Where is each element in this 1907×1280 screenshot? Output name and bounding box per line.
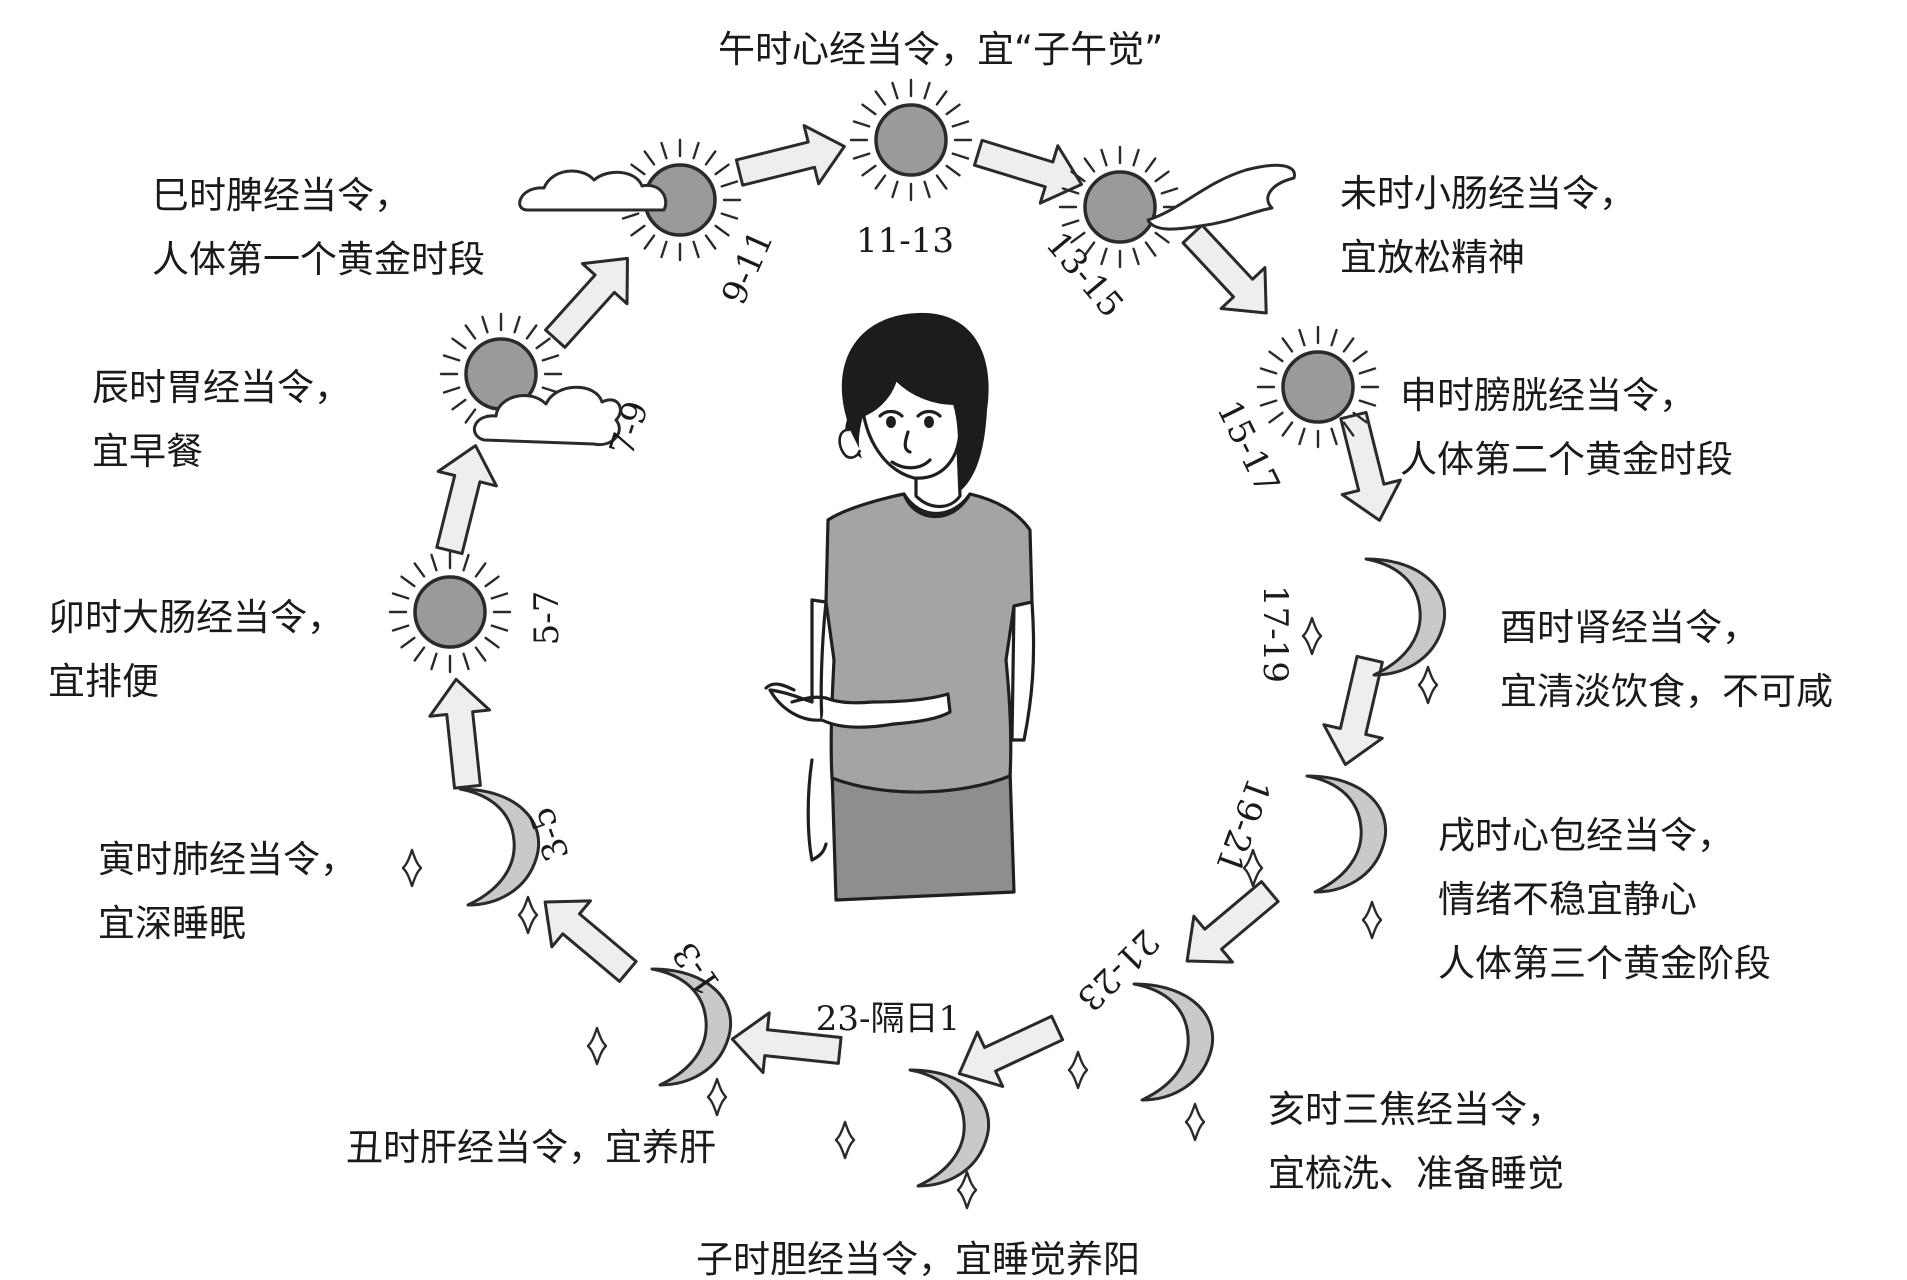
range-21-23: 21-23 bbox=[1069, 921, 1167, 1019]
caption-xu-line3: 人体第三个黄金阶段 bbox=[1438, 942, 1771, 985]
caption-yin-line2: 宜深睡眠 bbox=[98, 902, 246, 945]
moon-icon bbox=[1132, 982, 1215, 1102]
hair bbox=[841, 312, 989, 493]
arrow-icon bbox=[1166, 867, 1291, 986]
sparkle-icon bbox=[1361, 900, 1383, 940]
range-5-7: 5-7 bbox=[527, 591, 567, 646]
range-23-1: 23-隔日1 bbox=[816, 999, 960, 1039]
arrow-icon bbox=[418, 436, 507, 560]
arrow-icon bbox=[1169, 212, 1290, 335]
caption-chen-line1: 辰时胃经当令， bbox=[92, 366, 351, 409]
range-11-13: 11-13 bbox=[856, 221, 954, 261]
caption-you-line2: 宜清淡饮食，不可咸 bbox=[1500, 670, 1833, 713]
sparkle-icon bbox=[1301, 616, 1323, 656]
caption-xu-line2: 情绪不稳宜静心 bbox=[1438, 878, 1697, 921]
sparkle-icon bbox=[1067, 1050, 1089, 1090]
arrow-icon bbox=[424, 674, 499, 792]
caption-hai-line1: 亥时三焦经当令， bbox=[1268, 1088, 1564, 1131]
caption-wei-line2: 宜放松精神 bbox=[1340, 236, 1525, 279]
cloud-icon bbox=[472, 385, 622, 447]
arrow-icon bbox=[968, 122, 1092, 215]
sun-icon bbox=[388, 550, 512, 674]
sparkle-icon bbox=[834, 1120, 856, 1160]
sparkle-icon bbox=[1184, 1102, 1206, 1142]
sparkle-icon bbox=[706, 1077, 728, 1117]
caption-hai-line2: 宜梳洗、准备睡觉 bbox=[1268, 1152, 1564, 1195]
caption-shen-line1: 申时膀胱经当令， bbox=[1400, 374, 1696, 417]
caption-you-line1: 酉时肾经当令， bbox=[1500, 606, 1759, 649]
sparkle-icon bbox=[1417, 665, 1439, 705]
caption-wu: 午时心经当令，宜“子午觉” bbox=[718, 28, 1163, 71]
caption-si-line1: 巳时脾经当令， bbox=[152, 174, 411, 217]
sparkle-icon bbox=[956, 1170, 978, 1210]
range-15-17: 15-17 bbox=[1208, 394, 1287, 500]
caption-zi: 子时胆经当令，宜睡觉养阳 bbox=[696, 1238, 1140, 1280]
arrow-icon bbox=[531, 236, 652, 361]
caption-chou: 丑时肝经当令，宜养肝 bbox=[346, 1126, 716, 1169]
arrow-icon bbox=[524, 877, 649, 996]
range-9-11: 9-11 bbox=[714, 224, 782, 310]
caption-si-line2: 人体第一个黄金时段 bbox=[152, 238, 485, 281]
caption-wei-line1: 未时小肠经当令， bbox=[1340, 172, 1636, 215]
sparkle-icon bbox=[586, 1026, 608, 1066]
moon-icon bbox=[908, 1068, 991, 1188]
sun-icon bbox=[849, 78, 973, 202]
caption-mao-line1: 卯时大肠经当令， bbox=[48, 596, 344, 639]
arrow-icon bbox=[1322, 406, 1411, 530]
moon-icon bbox=[458, 787, 541, 907]
sparkle-icon bbox=[517, 895, 539, 935]
range-19-21: 19-21 bbox=[1207, 773, 1278, 879]
range-17-19: 17-19 bbox=[1255, 585, 1295, 683]
moon-icon bbox=[1364, 557, 1447, 677]
caption-yin-line1: 寅时肺经当令， bbox=[98, 838, 357, 881]
woman-figure bbox=[764, 312, 1036, 902]
arrow-icon bbox=[730, 115, 854, 204]
caption-mao-line2: 宜排便 bbox=[48, 660, 159, 703]
cloud-icon bbox=[1146, 163, 1296, 231]
shirt bbox=[824, 492, 1034, 794]
caption-shen-line2: 人体第二个黄金时段 bbox=[1400, 438, 1733, 481]
moon-icon bbox=[1305, 774, 1388, 894]
cloud-icon bbox=[518, 169, 668, 212]
caption-xu-line1: 戌时心包经当令， bbox=[1438, 814, 1734, 857]
sparkle-icon bbox=[401, 848, 423, 888]
caption-chen-line2: 宜早餐 bbox=[92, 430, 203, 473]
